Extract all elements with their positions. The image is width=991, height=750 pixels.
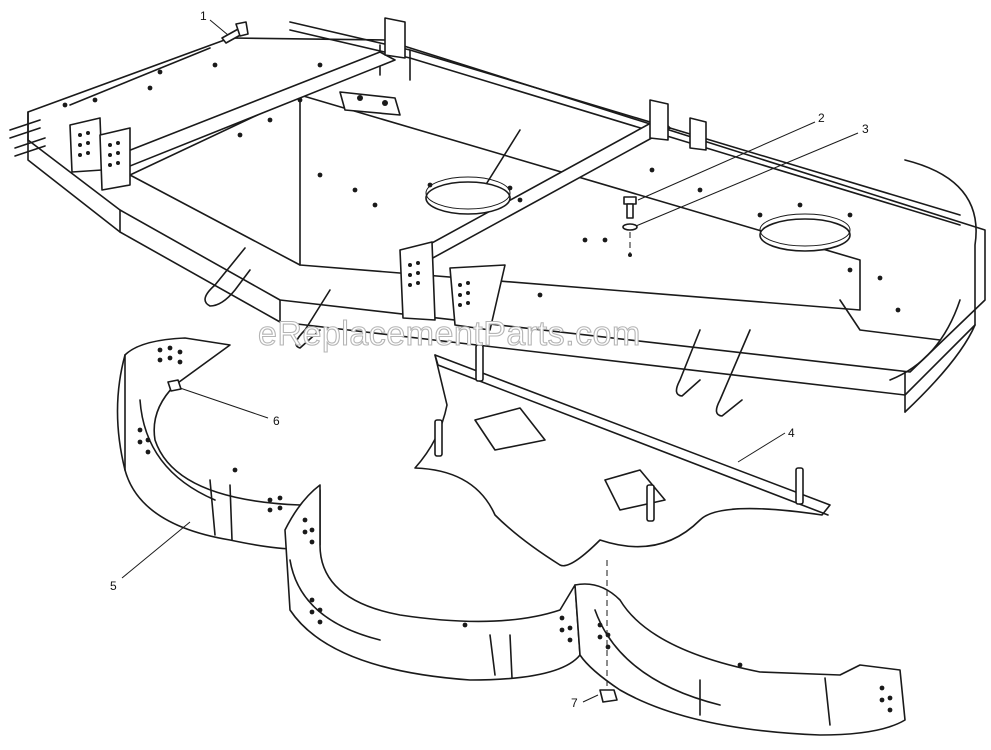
watermark: eReplacementParts.com (258, 315, 641, 353)
bracket-hole-patterns (78, 131, 470, 307)
baffle-plate (414, 344, 831, 567)
callout-4: 4 (788, 426, 795, 440)
callout-5: 5 (110, 579, 117, 593)
callout-6: 6 (273, 414, 280, 428)
callout-7: 7 (571, 696, 578, 710)
callout-2: 2 (818, 111, 825, 125)
chute-baffle (116, 337, 906, 736)
callout-1: 1 (200, 9, 207, 23)
washer-3 (622, 223, 638, 231)
deck-holes (62, 62, 901, 313)
mower-deck (9, 17, 986, 417)
callout-3: 3 (862, 122, 869, 136)
bolt-1 (221, 21, 249, 44)
bolt-2 (623, 196, 637, 219)
nut-6 (167, 379, 182, 392)
nut-7 (599, 560, 618, 703)
callouts: 1 2 3 4 5 6 7 (110, 9, 869, 710)
baffle-hole-clusters (137, 345, 893, 713)
